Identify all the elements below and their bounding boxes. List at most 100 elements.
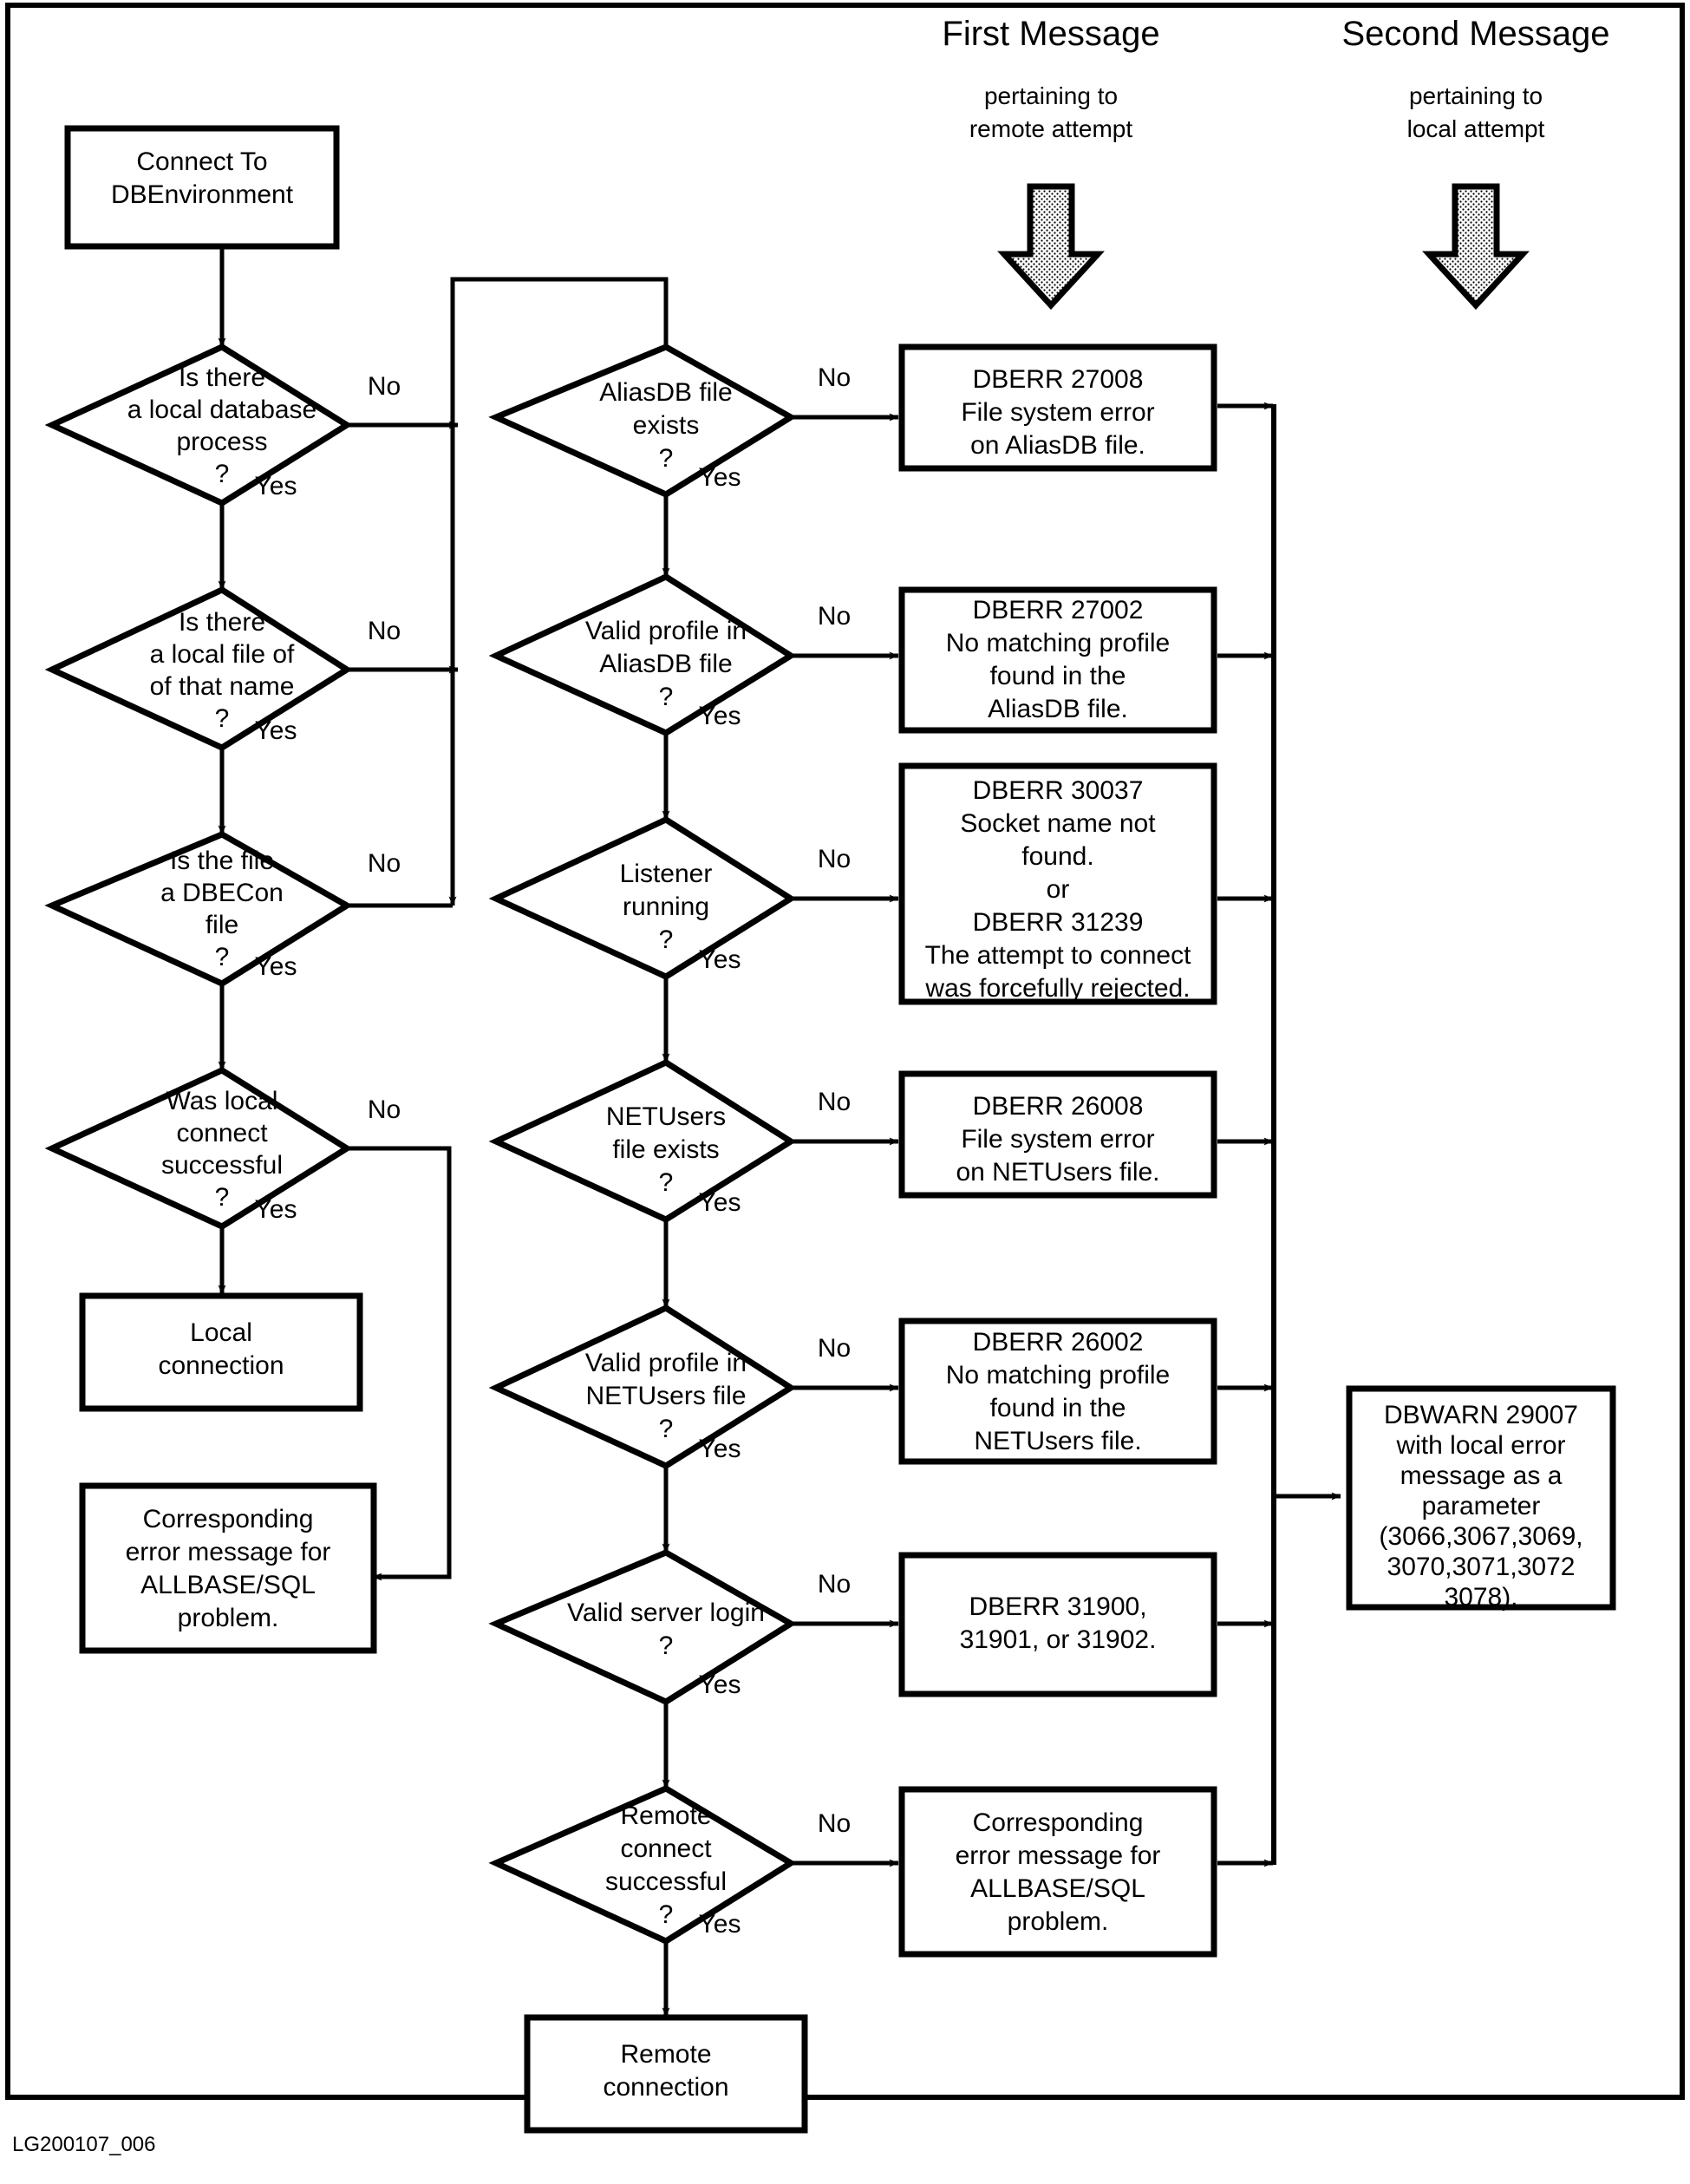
- branch-label-no: No: [818, 1088, 851, 1116]
- branch-label-yes: Yes: [255, 1195, 297, 1224]
- error-box-line: problem.: [1008, 1907, 1109, 1936]
- decision-line: file: [206, 911, 238, 939]
- decision-line: ?: [215, 460, 230, 488]
- decision-shape: [44, 586, 353, 751]
- decision-line: AliasDB file: [599, 650, 732, 678]
- decision-line: a DBECon: [160, 879, 284, 907]
- decision-line: ?: [215, 1183, 230, 1212]
- decision-line: connect: [176, 1119, 268, 1148]
- branch-label-yes: Yes: [699, 463, 741, 492]
- error-box-dberr-26002: DBERR 26002 No matching profile found in…: [898, 1318, 1217, 1465]
- decision-shape: [44, 343, 353, 507]
- decision-local-connect-successful: Was local connect successful ? No Yes: [44, 1067, 401, 1230]
- warning-box-line: 3078).: [1444, 1583, 1517, 1612]
- error-box-line: or: [1047, 875, 1070, 904]
- error-box-dberr-30037-31239: DBERR 30037 Socket name not found. or DB…: [898, 762, 1217, 1005]
- decision-line: running: [623, 893, 709, 921]
- branch-label-yes: Yes: [699, 1671, 741, 1699]
- terminal-shape: [524, 2014, 808, 2134]
- header-title: Second Message: [1341, 15, 1609, 53]
- decision-aliasdb-file-exists: AliasDB file exists ? No Yes: [488, 343, 851, 498]
- error-box-line: 31901, or 31902.: [960, 1625, 1157, 1654]
- warning-box-line: message as a: [1400, 1461, 1563, 1490]
- error-box-line: on NETUsers file.: [956, 1158, 1159, 1187]
- warning-box-line: with local error: [1395, 1431, 1565, 1460]
- figure-border: [5, 3, 1685, 2100]
- branch-label-yes: Yes: [255, 716, 297, 745]
- edge-local-connect-no: [347, 1146, 452, 1581]
- decision-line: connect: [620, 1834, 712, 1863]
- error-box-allbase-sql-problem-remote: Corresponding error message for ALLBASE/…: [898, 1786, 1217, 1958]
- decision-valid-server-login: Valid server login ? No Yes: [488, 1549, 851, 1705]
- branch-label-no: No: [368, 617, 401, 645]
- decision-shape: [488, 343, 797, 498]
- error-box-line: DBERR 27008: [973, 365, 1144, 394]
- error-box-line: DBERR 31239: [973, 908, 1144, 937]
- terminal-allbase-sql-problem-local: Corresponding error message for ALLBASE/…: [79, 1482, 377, 1654]
- header-second-message: Second Message pertaining to local attem…: [1341, 15, 1610, 311]
- header-subtitle-line1: pertaining to: [1409, 82, 1543, 109]
- decision-line: NETUsers file: [585, 1382, 746, 1410]
- decision-line: exists: [633, 411, 700, 440]
- error-box-line: Corresponding: [973, 1808, 1144, 1837]
- decision-shape: [44, 1067, 353, 1230]
- error-box-line: No matching profile: [946, 1361, 1170, 1390]
- error-box-shape: [898, 343, 1217, 472]
- error-box-line: NETUsers file.: [974, 1427, 1141, 1455]
- decision-local-file-name: Is there a local file of of that name ? …: [44, 586, 401, 751]
- error-box-dberr-27008: DBERR 27008 File system error on AliasDB…: [898, 343, 1217, 472]
- error-box-shape: [898, 1786, 1217, 1958]
- decision-line: Is the file: [170, 847, 274, 875]
- error-box-line: No matching profile: [946, 629, 1170, 657]
- decision-line: Is there: [179, 363, 265, 392]
- decision-line: Is there: [179, 608, 265, 637]
- error-box-line: DBERR 26002: [973, 1328, 1144, 1357]
- start-box-shape: [64, 125, 340, 250]
- edge-left-bus-to-aliasdb: [448, 277, 669, 906]
- decision-line: ?: [659, 1900, 674, 1929]
- warning-box-dbwarn-29007: DBWARN 29007 with local error message as…: [1346, 1385, 1616, 1612]
- branch-label-no: No: [818, 363, 851, 392]
- decision-line: NETUsers: [606, 1102, 726, 1131]
- error-box-line: on AliasDB file.: [970, 431, 1145, 460]
- connectors: [218, 247, 1341, 2017]
- branch-label-yes: Yes: [699, 702, 741, 730]
- header-title: First Message: [942, 15, 1159, 53]
- decision-line: file exists: [612, 1135, 719, 1164]
- terminal-line: Local: [190, 1318, 252, 1347]
- branch-label-no: No: [818, 602, 851, 631]
- decision-line: of that name: [150, 672, 295, 701]
- decision-line: Valid profile in: [585, 1349, 747, 1377]
- branch-label-no: No: [368, 372, 401, 401]
- header-subtitle-line1: pertaining to: [984, 82, 1118, 109]
- warning-box-shape: [1346, 1385, 1616, 1611]
- branch-label-no: No: [818, 1334, 851, 1363]
- header-subtitle-line2: remote attempt: [969, 115, 1133, 142]
- warning-box-line: DBWARN 29007: [1384, 1401, 1578, 1429]
- terminal-remote-connection: Remote connection: [524, 2014, 808, 2134]
- header-first-message: First Message pertaining to remote attem…: [942, 15, 1160, 311]
- decision-shape: [488, 1059, 797, 1223]
- terminal-line: ALLBASE/SQL: [140, 1571, 316, 1599]
- decision-local-db-process: Is there a local database process ? No Y…: [44, 343, 401, 507]
- terminal-line: Corresponding: [143, 1505, 314, 1533]
- branch-label-yes: Yes: [699, 945, 741, 974]
- decision-line: ?: [659, 1631, 674, 1660]
- terminal-local-connection: Local connection: [79, 1292, 363, 1412]
- decision-listener-running: Listener running ? No Yes: [488, 816, 851, 980]
- decision-line: Listener: [620, 860, 713, 888]
- warning-box-line: 3070,3071,3072: [1387, 1553, 1576, 1581]
- decision-line: a local file of: [150, 640, 295, 669]
- error-box-shape: [898, 586, 1217, 734]
- decision-line: Remote: [620, 1801, 711, 1830]
- warning-box-line: parameter: [1422, 1492, 1541, 1520]
- error-box-line: found in the: [990, 662, 1126, 690]
- error-box-line: The attempt to connect: [925, 941, 1192, 970]
- error-box-line: found.: [1021, 842, 1093, 871]
- branch-label-no: No: [368, 1095, 401, 1124]
- decision-shape: [488, 1305, 797, 1469]
- branch-label-no: No: [368, 849, 401, 878]
- start-box-line: DBEnvironment: [111, 180, 294, 209]
- error-box-dberr-26008: DBERR 26008 File system error on NETUser…: [898, 1070, 1217, 1199]
